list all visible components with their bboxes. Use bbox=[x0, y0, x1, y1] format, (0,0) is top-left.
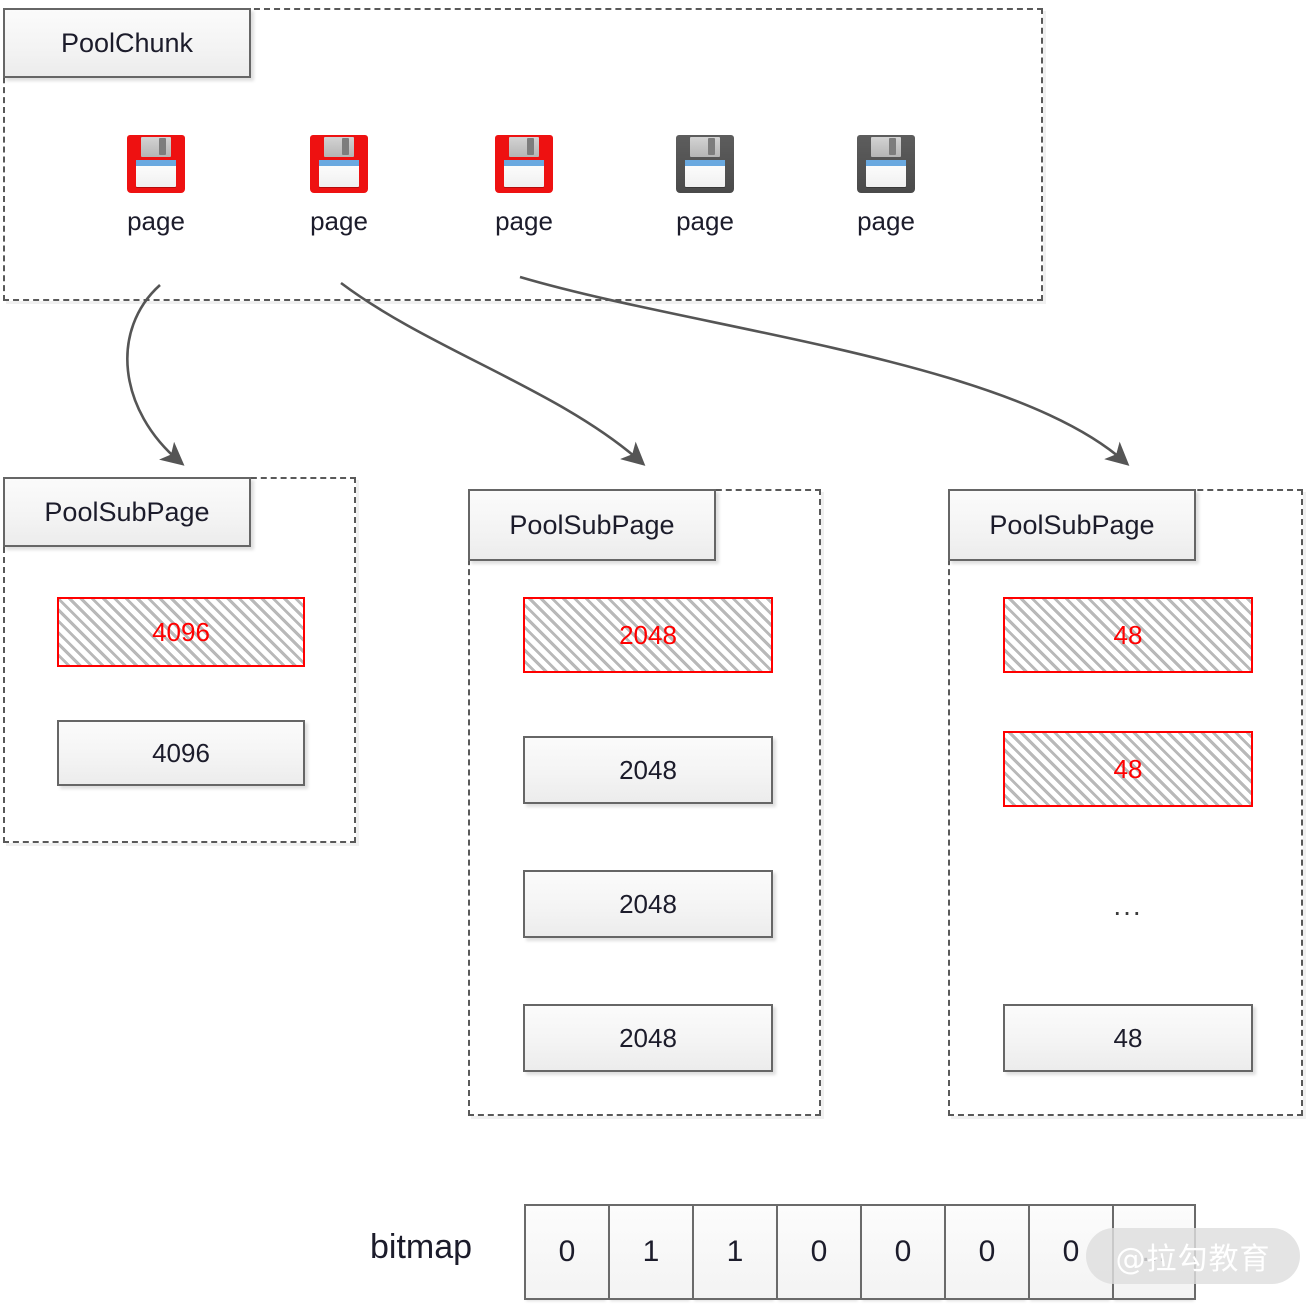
page-label: page bbox=[310, 206, 368, 236]
ellipsis-text: ... bbox=[1113, 890, 1143, 921]
subpage-slot-free[interactable]: 2048 bbox=[523, 736, 773, 804]
subpage-slot-free[interactable]: 2048 bbox=[523, 870, 773, 938]
subpage-slot-ellipsis: ... bbox=[1003, 890, 1253, 922]
page-item-0[interactable]: page bbox=[106, 135, 206, 237]
bitmap-label: bitmap bbox=[370, 1228, 473, 1266]
poolsubpage-title: PoolSubPage bbox=[989, 509, 1155, 540]
page-item-2[interactable]: page bbox=[474, 135, 574, 237]
page-item-3[interactable]: page bbox=[655, 135, 755, 237]
page-label: page bbox=[676, 206, 734, 236]
poolsubpage-title: PoolSubPage bbox=[44, 496, 210, 527]
floppy-disk-icon bbox=[676, 135, 734, 193]
slot-value: 2048 bbox=[619, 1022, 677, 1053]
bitmap-cell[interactable]: 0 bbox=[944, 1204, 1028, 1300]
slot-value: 48 bbox=[1113, 753, 1143, 784]
arrow-page2-to-subpage2 bbox=[519, 275, 1130, 466]
poolchunk-title: PoolChunk bbox=[60, 27, 194, 58]
page-item-4[interactable]: page bbox=[836, 135, 936, 237]
slot-value: 48 bbox=[1113, 1022, 1143, 1053]
arrow-page1-to-subpage1 bbox=[340, 281, 646, 466]
slot-value: 4096 bbox=[152, 737, 210, 768]
poolsubpage-title: PoolSubPage bbox=[509, 509, 675, 540]
floppy-disk-icon bbox=[857, 135, 915, 193]
poolsubpage-header-0: PoolSubPage bbox=[3, 477, 251, 547]
bitmap-cell[interactable]: 0 bbox=[524, 1204, 608, 1300]
bitmap-cell[interactable]: 0 bbox=[776, 1204, 860, 1300]
slot-value: 2048 bbox=[619, 888, 677, 919]
slot-value: 4096 bbox=[152, 616, 210, 647]
arrow-page0-to-subpage0 bbox=[126, 284, 185, 466]
bitmap-table: 0 1 1 0 0 0 0 ... bbox=[524, 1204, 1196, 1300]
subpage-slot-allocated[interactable]: 48 bbox=[1003, 731, 1253, 807]
page-label: page bbox=[857, 206, 915, 236]
bitmap-cell[interactable]: 0 bbox=[860, 1204, 944, 1300]
poolsubpage-header-2: PoolSubPage bbox=[948, 489, 1196, 561]
subpage-slot-free[interactable]: 2048 bbox=[523, 1004, 773, 1072]
subpage-slot-allocated[interactable]: 2048 bbox=[523, 597, 773, 673]
subpage-slot-allocated[interactable]: 48 bbox=[1003, 597, 1253, 673]
floppy-disk-icon bbox=[495, 135, 553, 193]
slot-value: 2048 bbox=[619, 619, 677, 650]
page-label: page bbox=[495, 206, 553, 236]
poolchunk-header: PoolChunk bbox=[3, 8, 251, 78]
bitmap-cell[interactable]: 0 bbox=[1028, 1204, 1112, 1300]
page-label: page bbox=[127, 206, 185, 236]
poolsubpage-header-1: PoolSubPage bbox=[468, 489, 716, 561]
slot-value: 2048 bbox=[619, 754, 677, 785]
floppy-disk-icon bbox=[310, 135, 368, 193]
bitmap-cell[interactable]: 1 bbox=[692, 1204, 776, 1300]
page-item-1[interactable]: page bbox=[289, 135, 389, 237]
bitmap-cell[interactable]: 1 bbox=[608, 1204, 692, 1300]
subpage-slot-allocated[interactable]: 4096 bbox=[57, 597, 305, 667]
subpage-slot-free[interactable]: 48 bbox=[1003, 1004, 1253, 1072]
subpage-slot-free[interactable]: 4096 bbox=[57, 720, 305, 786]
floppy-disk-icon bbox=[127, 135, 185, 193]
bitmap-cell[interactable]: ... bbox=[1112, 1204, 1196, 1300]
slot-value: 48 bbox=[1113, 619, 1143, 650]
